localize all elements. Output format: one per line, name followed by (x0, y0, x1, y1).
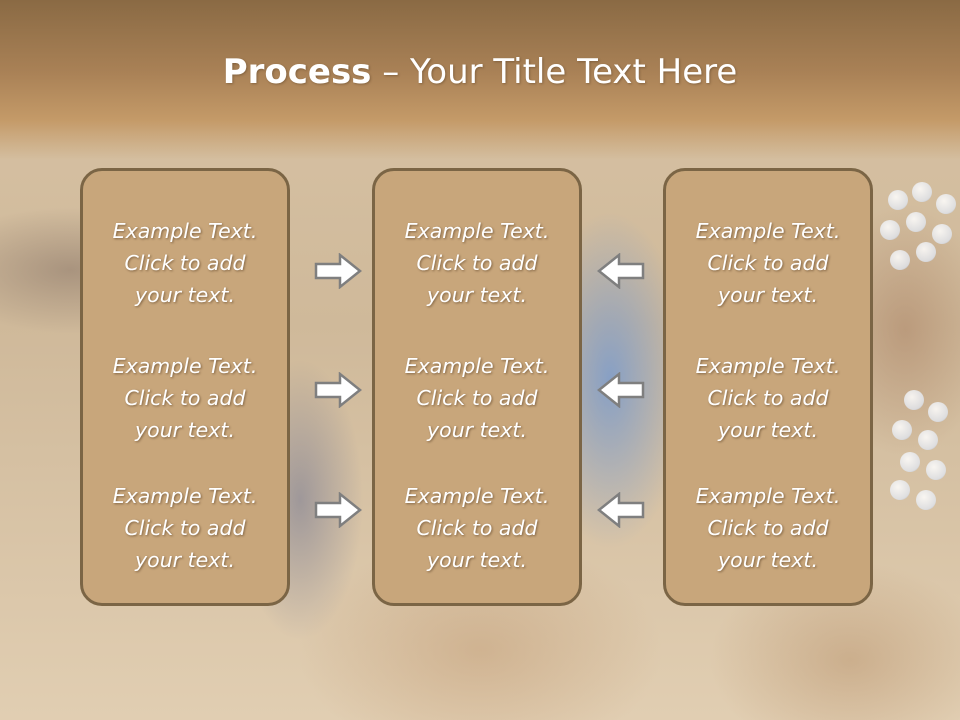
title-bold-part: Process (222, 52, 372, 92)
arrow-right-icon (314, 492, 362, 528)
slide-title[interactable]: Process – Your Title Text Here (0, 52, 960, 92)
arrow-left-icon (597, 492, 645, 528)
arrow-left-icon (597, 372, 645, 408)
text-placeholder[interactable]: Example Text. Click to add your text. (112, 354, 258, 442)
arrow-right-icon (314, 372, 362, 408)
process-box-center[interactable]: Example Text. Click to add your text. Ex… (372, 168, 582, 606)
text-placeholder[interactable]: Example Text. Click to add your text. (112, 484, 258, 572)
text-placeholder[interactable]: Example Text. Click to add your text. (695, 219, 841, 307)
process-box-right[interactable]: Example Text. Click to add your text. Ex… (663, 168, 873, 606)
arrow-left-icon (597, 253, 645, 289)
title-band (0, 0, 960, 160)
accordion-buttons-decoration (870, 180, 960, 510)
text-placeholder[interactable]: Example Text. Click to add your text. (112, 219, 258, 307)
text-placeholder[interactable]: Example Text. Click to add your text. (404, 484, 550, 572)
process-box-left[interactable]: Example Text. Click to add your text. Ex… (80, 168, 290, 606)
text-placeholder[interactable]: Example Text. Click to add your text. (404, 219, 550, 307)
text-placeholder[interactable]: Example Text. Click to add your text. (404, 354, 550, 442)
title-rest-part: – Your Title Text Here (371, 52, 738, 92)
text-placeholder[interactable]: Example Text. Click to add your text. (695, 354, 841, 442)
arrow-right-icon (314, 253, 362, 289)
text-placeholder[interactable]: Example Text. Click to add your text. (695, 484, 841, 572)
